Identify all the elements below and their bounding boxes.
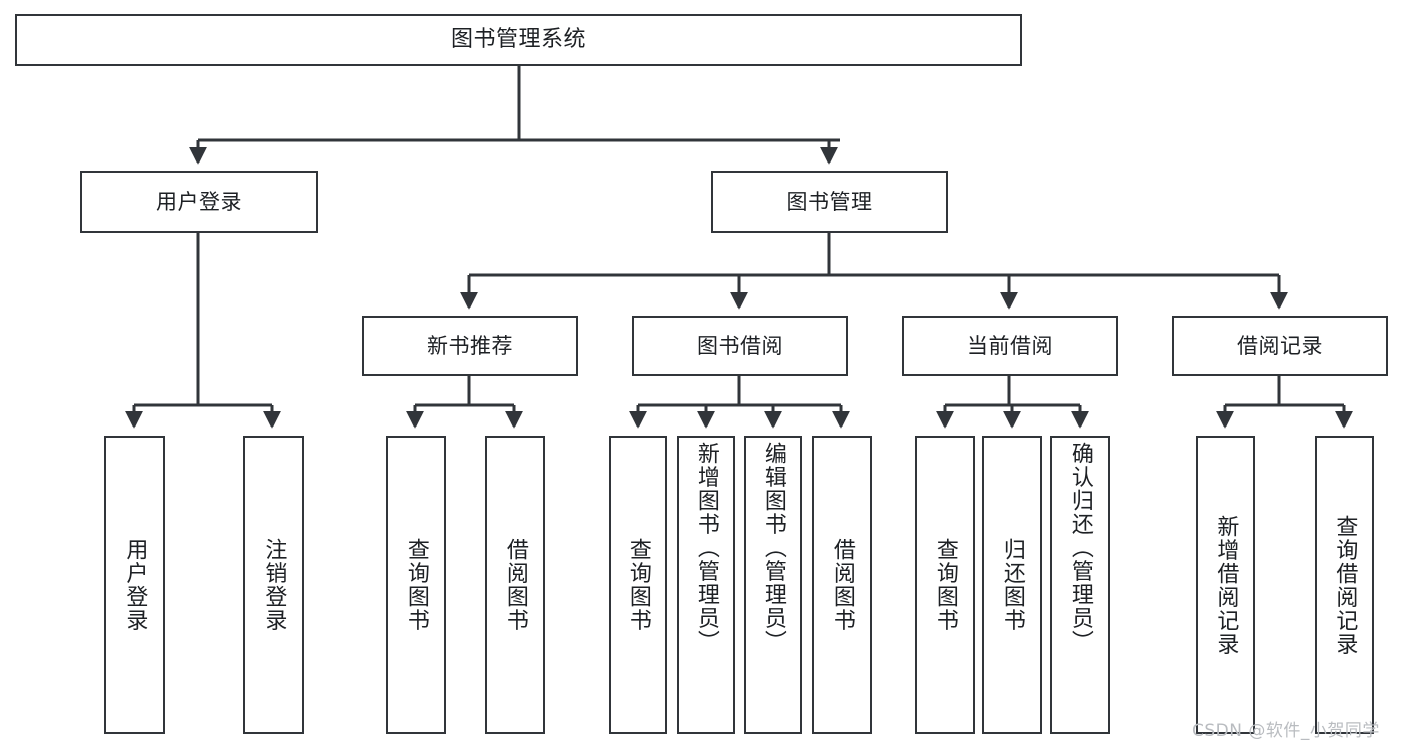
leaf-query-borrow-record[interactable]: 查询借阅记录 — [1315, 436, 1374, 734]
node-label: 归还图书 — [999, 538, 1025, 632]
leaf-query-book-new[interactable]: 查询图书 — [386, 436, 446, 734]
leaf-return-book[interactable]: 归还图书 — [982, 436, 1042, 734]
leaf-query-book-borrow[interactable]: 查询图书 — [609, 436, 667, 734]
leaf-edit-book-admin[interactable]: 编辑图书（管理员） — [744, 436, 802, 734]
node-label: 借阅图书 — [502, 538, 528, 632]
node-book-management[interactable]: 图书管理 — [711, 171, 948, 233]
node-label: 查询图书 — [403, 538, 429, 632]
leaf-borrow-book[interactable]: 借阅图书 — [812, 436, 872, 734]
node-root-system[interactable]: 图书管理系统 — [15, 14, 1022, 66]
node-borrow-record[interactable]: 借阅记录 — [1172, 316, 1388, 376]
node-label: 用户登录 — [156, 189, 242, 214]
node-label: 查询图书 — [932, 538, 958, 632]
node-label: 图书管理 — [786, 189, 873, 214]
node-label: 借阅图书 — [829, 538, 855, 632]
leaf-borrow-book-new[interactable]: 借阅图书 — [485, 436, 545, 734]
node-label: 编辑图书（管理员） — [760, 442, 786, 654]
node-label: 新增图书（管理员） — [693, 442, 719, 654]
node-label: 新增借阅记录 — [1213, 514, 1239, 656]
leaf-add-book-admin[interactable]: 新增图书（管理员） — [677, 436, 735, 734]
leaf-add-borrow-record[interactable]: 新增借阅记录 — [1196, 436, 1255, 734]
node-label: 查询图书 — [625, 538, 651, 632]
node-label: 图书管理系统 — [450, 27, 586, 53]
node-current-borrow[interactable]: 当前借阅 — [902, 316, 1118, 376]
node-label: 当前借阅 — [967, 333, 1053, 358]
node-label: 新书推荐 — [427, 333, 513, 358]
node-label: 借阅记录 — [1237, 333, 1323, 358]
node-label: 查询借阅记录 — [1332, 514, 1358, 656]
leaf-user-login[interactable]: 用户登录 — [104, 436, 165, 734]
node-label: 注销登录 — [261, 538, 287, 632]
node-book-borrow[interactable]: 图书借阅 — [632, 316, 848, 376]
node-label: 图书借阅 — [697, 333, 783, 358]
node-user-login[interactable]: 用户登录 — [80, 171, 318, 233]
node-new-book-recommend[interactable]: 新书推荐 — [362, 316, 578, 376]
csdn-watermark: CSDN @软件_小贺同学 — [1192, 721, 1380, 741]
node-label: 用户登录 — [122, 538, 148, 632]
leaf-logout[interactable]: 注销登录 — [243, 436, 304, 734]
leaf-confirm-return-admin[interactable]: 确认归还（管理员） — [1050, 436, 1110, 734]
leaf-query-book-current[interactable]: 查询图书 — [915, 436, 975, 734]
node-label: 确认归还（管理员） — [1067, 442, 1093, 654]
